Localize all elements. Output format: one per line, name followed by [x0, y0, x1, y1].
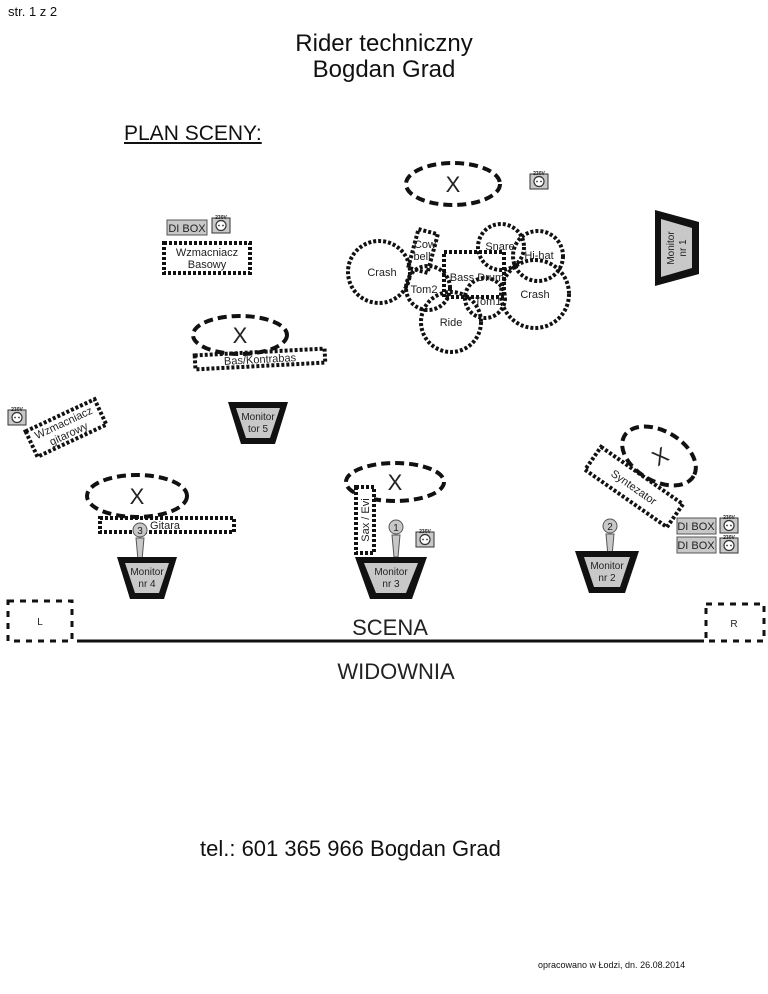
tom1-label: Tom1	[475, 296, 502, 308]
power-socket-synth-2: 230V	[719, 535, 739, 554]
svg-text:X: X	[233, 323, 248, 348]
drummer-x-mark: X	[446, 172, 461, 197]
svg-text:1: 1	[393, 523, 399, 534]
svg-text:Monitor: Monitor	[374, 567, 408, 578]
power-label: 230V	[533, 171, 545, 177]
svg-text:X: X	[388, 470, 403, 495]
audience-label: WIDOWNIA	[337, 659, 455, 684]
di-box-synth-1: DI BOX	[676, 517, 717, 535]
document-title: Rider techniczny	[295, 30, 473, 57]
power-socket-synth-1: 230V	[719, 515, 739, 534]
svg-text:230V: 230V	[419, 529, 431, 535]
stage-label: SCENA	[352, 615, 428, 640]
svg-text:3: 3	[137, 526, 143, 537]
svg-text:DI BOX: DI BOX	[677, 521, 715, 533]
document-subtitle: Bogdan Grad	[312, 56, 456, 83]
di-box-synth-2: DI BOX	[676, 536, 717, 554]
cowbell-label-1: Cow	[414, 239, 436, 251]
snare-label: Snare	[485, 241, 514, 253]
monitor-3: Monitor nr 3	[355, 557, 427, 599]
power-socket-drums: 230V	[529, 171, 549, 190]
power-socket-center: 230V	[415, 529, 435, 548]
power-socket-guitar: 230V	[7, 407, 27, 426]
bass-drum-label: Bass Drum	[450, 272, 504, 284]
guitar-amplifier: Wzmacniacz gitarowy	[22, 396, 110, 460]
svg-text:R: R	[730, 619, 737, 630]
svg-text:L: L	[37, 617, 43, 628]
svg-text:X: X	[130, 484, 145, 509]
svg-text:230V: 230V	[11, 407, 23, 413]
ride-shape	[419, 290, 483, 354]
svg-text:Sax / Evi: Sax / Evi	[360, 498, 372, 541]
ride-label: Ride	[440, 317, 463, 329]
monitor-1: Monitor nr 1	[655, 210, 699, 286]
guitarist-position: X	[85, 473, 189, 519]
svg-text:230V: 230V	[723, 535, 735, 541]
footer-note: opracowano w Łodzi, dn. 26.08.2014	[538, 960, 686, 970]
di-box-bass: DI BOX	[166, 219, 208, 236]
microphone-2: 2	[602, 518, 618, 557]
contact-info: tel.: 601 365 966 Bogdan Grad	[200, 836, 501, 861]
drummer-position: X	[404, 161, 502, 207]
sax-instrument: Sax / Evi	[354, 485, 376, 555]
svg-text:Bas/Kontrabas: Bas/Kontrabas	[224, 352, 297, 368]
svg-text:2: 2	[607, 522, 613, 533]
svg-text:DI BOX: DI BOX	[168, 223, 206, 235]
guitar-instrument: Gitara	[98, 516, 236, 534]
tom1-shape	[463, 276, 507, 320]
pa-speaker-left: L	[6, 599, 74, 643]
svg-text:Wzmacniacz: Wzmacniacz	[176, 247, 238, 259]
svg-text:Syntezator: Syntezator	[608, 468, 658, 508]
bass-instrument: Bas/Kontrabas	[192, 346, 328, 372]
microphone-3: 3	[132, 522, 148, 561]
svg-text:Monitor: Monitor	[590, 561, 624, 572]
microphone-1: 1	[388, 519, 404, 558]
svg-text:230V: 230V	[215, 215, 227, 221]
hihat-label: Hi-hat	[524, 250, 553, 262]
tom2-shape	[404, 264, 452, 312]
crash-left-label: Crash	[367, 267, 396, 279]
pa-speaker-right: R	[704, 602, 766, 643]
monitor-1-label-2: nr 1	[678, 239, 689, 257]
svg-text:nr 4: nr 4	[138, 579, 156, 590]
page-indicator: str. 1 z 2	[8, 4, 58, 19]
svg-text:Monitor: Monitor	[130, 567, 164, 578]
sax-player-position: X	[344, 461, 446, 503]
bassist-position: X	[191, 314, 289, 356]
tom2-label: Tom2	[411, 284, 438, 296]
monitor-2: Monitor nr 2	[575, 551, 639, 593]
svg-text:tor 5: tor 5	[248, 424, 268, 435]
plan-heading: PLAN SCENY:	[124, 122, 262, 145]
cowbell-shape	[405, 226, 441, 276]
svg-text:nr 2: nr 2	[598, 573, 616, 584]
keyboardist-position	[620, 424, 698, 488]
keyboardist-x-mark: X	[648, 442, 673, 471]
monitor-4: Monitor nr 4	[117, 557, 177, 599]
crash-right-shape	[499, 258, 571, 330]
svg-text:Basowy: Basowy	[188, 259, 227, 271]
svg-text:Monitor: Monitor	[241, 412, 275, 423]
crash-left-shape	[346, 239, 412, 305]
svg-text:DI BOX: DI BOX	[677, 540, 715, 552]
cowbell-label-2: bell	[413, 251, 430, 263]
drum-kit	[346, 222, 571, 354]
svg-text:230V: 230V	[723, 515, 735, 521]
monitor-1-label-1: Monitor	[666, 231, 677, 265]
monitor-5: Monitor tor 5	[228, 402, 288, 444]
bass-amplifier: Wzmacniacz Basowy	[162, 241, 252, 275]
drum-kit-labels: Crash Cow bell Snare Hi-hat Bass Drum To…	[367, 239, 553, 329]
svg-text:Gitara: Gitara	[150, 520, 181, 532]
hihat-shape	[511, 229, 565, 283]
power-socket-bass: 230V	[211, 215, 231, 234]
svg-text:nr 3: nr 3	[382, 579, 400, 590]
crash-right-label: Crash	[520, 289, 549, 301]
snare-shape	[476, 222, 526, 272]
